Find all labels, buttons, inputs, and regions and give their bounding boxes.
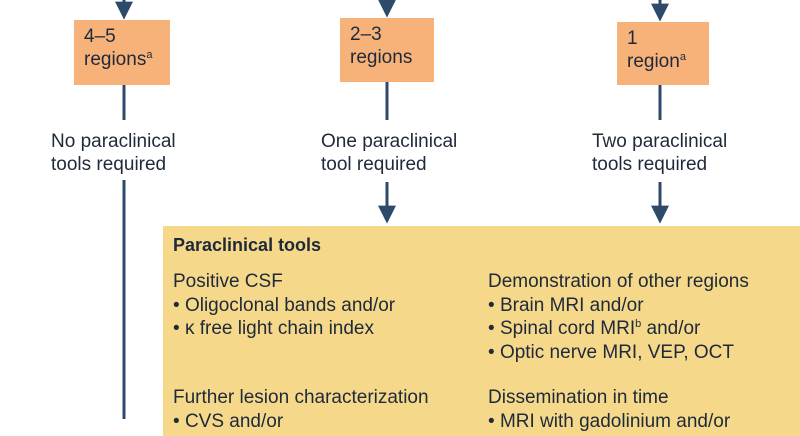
csf-section: Positive CSF Oligoclonal bands and/or κ … (173, 270, 395, 341)
note-line2: tools required (51, 154, 167, 175)
box-4-5-regions: 4–5 regionsa (74, 20, 170, 85)
box-line2: regions (84, 49, 147, 70)
note-line2: tools required (592, 154, 708, 175)
note-line1: No paraclinical (51, 131, 176, 152)
note-one-tool: One paraclinical tool required (321, 130, 457, 176)
panel-title: Paraclinical tools (173, 235, 322, 255)
footnote-a: a (146, 49, 153, 61)
time-heading: Dissemination in time (488, 387, 669, 408)
footnote-b: b (635, 318, 642, 330)
lesion-section: Further lesion characterization CVS and/… (173, 386, 429, 433)
regions-item-spinal: Spinal cord MRIb and/or (488, 317, 749, 341)
regions-heading: Demonstration of other regions (488, 271, 749, 292)
connector-lines (115, 0, 669, 419)
lesion-heading: Further lesion characterization (173, 387, 429, 408)
box-line1: 2–3 (350, 24, 382, 45)
box-line1: 1 (627, 28, 638, 49)
csf-item: Oligoclonal bands and/or (173, 294, 395, 318)
csf-heading: Positive CSF (173, 271, 283, 292)
regions-item: Optic nerve MRI, VEP, OCT (488, 341, 749, 365)
note-no-tools: No paraclinical tools required (51, 130, 176, 176)
spinal-label: Spinal cord MRI (499, 318, 636, 339)
time-section: Dissemination in time MRI with gadoliniu… (488, 386, 730, 433)
box-line2: regions (350, 47, 413, 68)
box-line2: region (627, 51, 680, 72)
note-line1: One paraclinical (321, 131, 458, 152)
regions-item: Brain MRI and/or (488, 294, 749, 318)
box-line1: 4–5 (84, 26, 116, 47)
note-line2: tool required (321, 154, 427, 175)
footnote-a: a (679, 51, 686, 63)
box-1-region: 1 regiona (617, 22, 709, 85)
lesion-item: CVS and/or (173, 410, 429, 434)
box-2-3-regions: 2–3 regions (340, 18, 434, 82)
spinal-tail: and/or (641, 318, 701, 339)
regions-section: Demonstration of other regions Brain MRI… (488, 270, 749, 364)
time-item: MRI with gadolinium and/or (488, 410, 730, 434)
note-two-tools: Two paraclinical tools required (592, 130, 727, 176)
csf-item: κ free light chain index (173, 317, 395, 341)
note-line1: Two paraclinical (592, 131, 728, 152)
